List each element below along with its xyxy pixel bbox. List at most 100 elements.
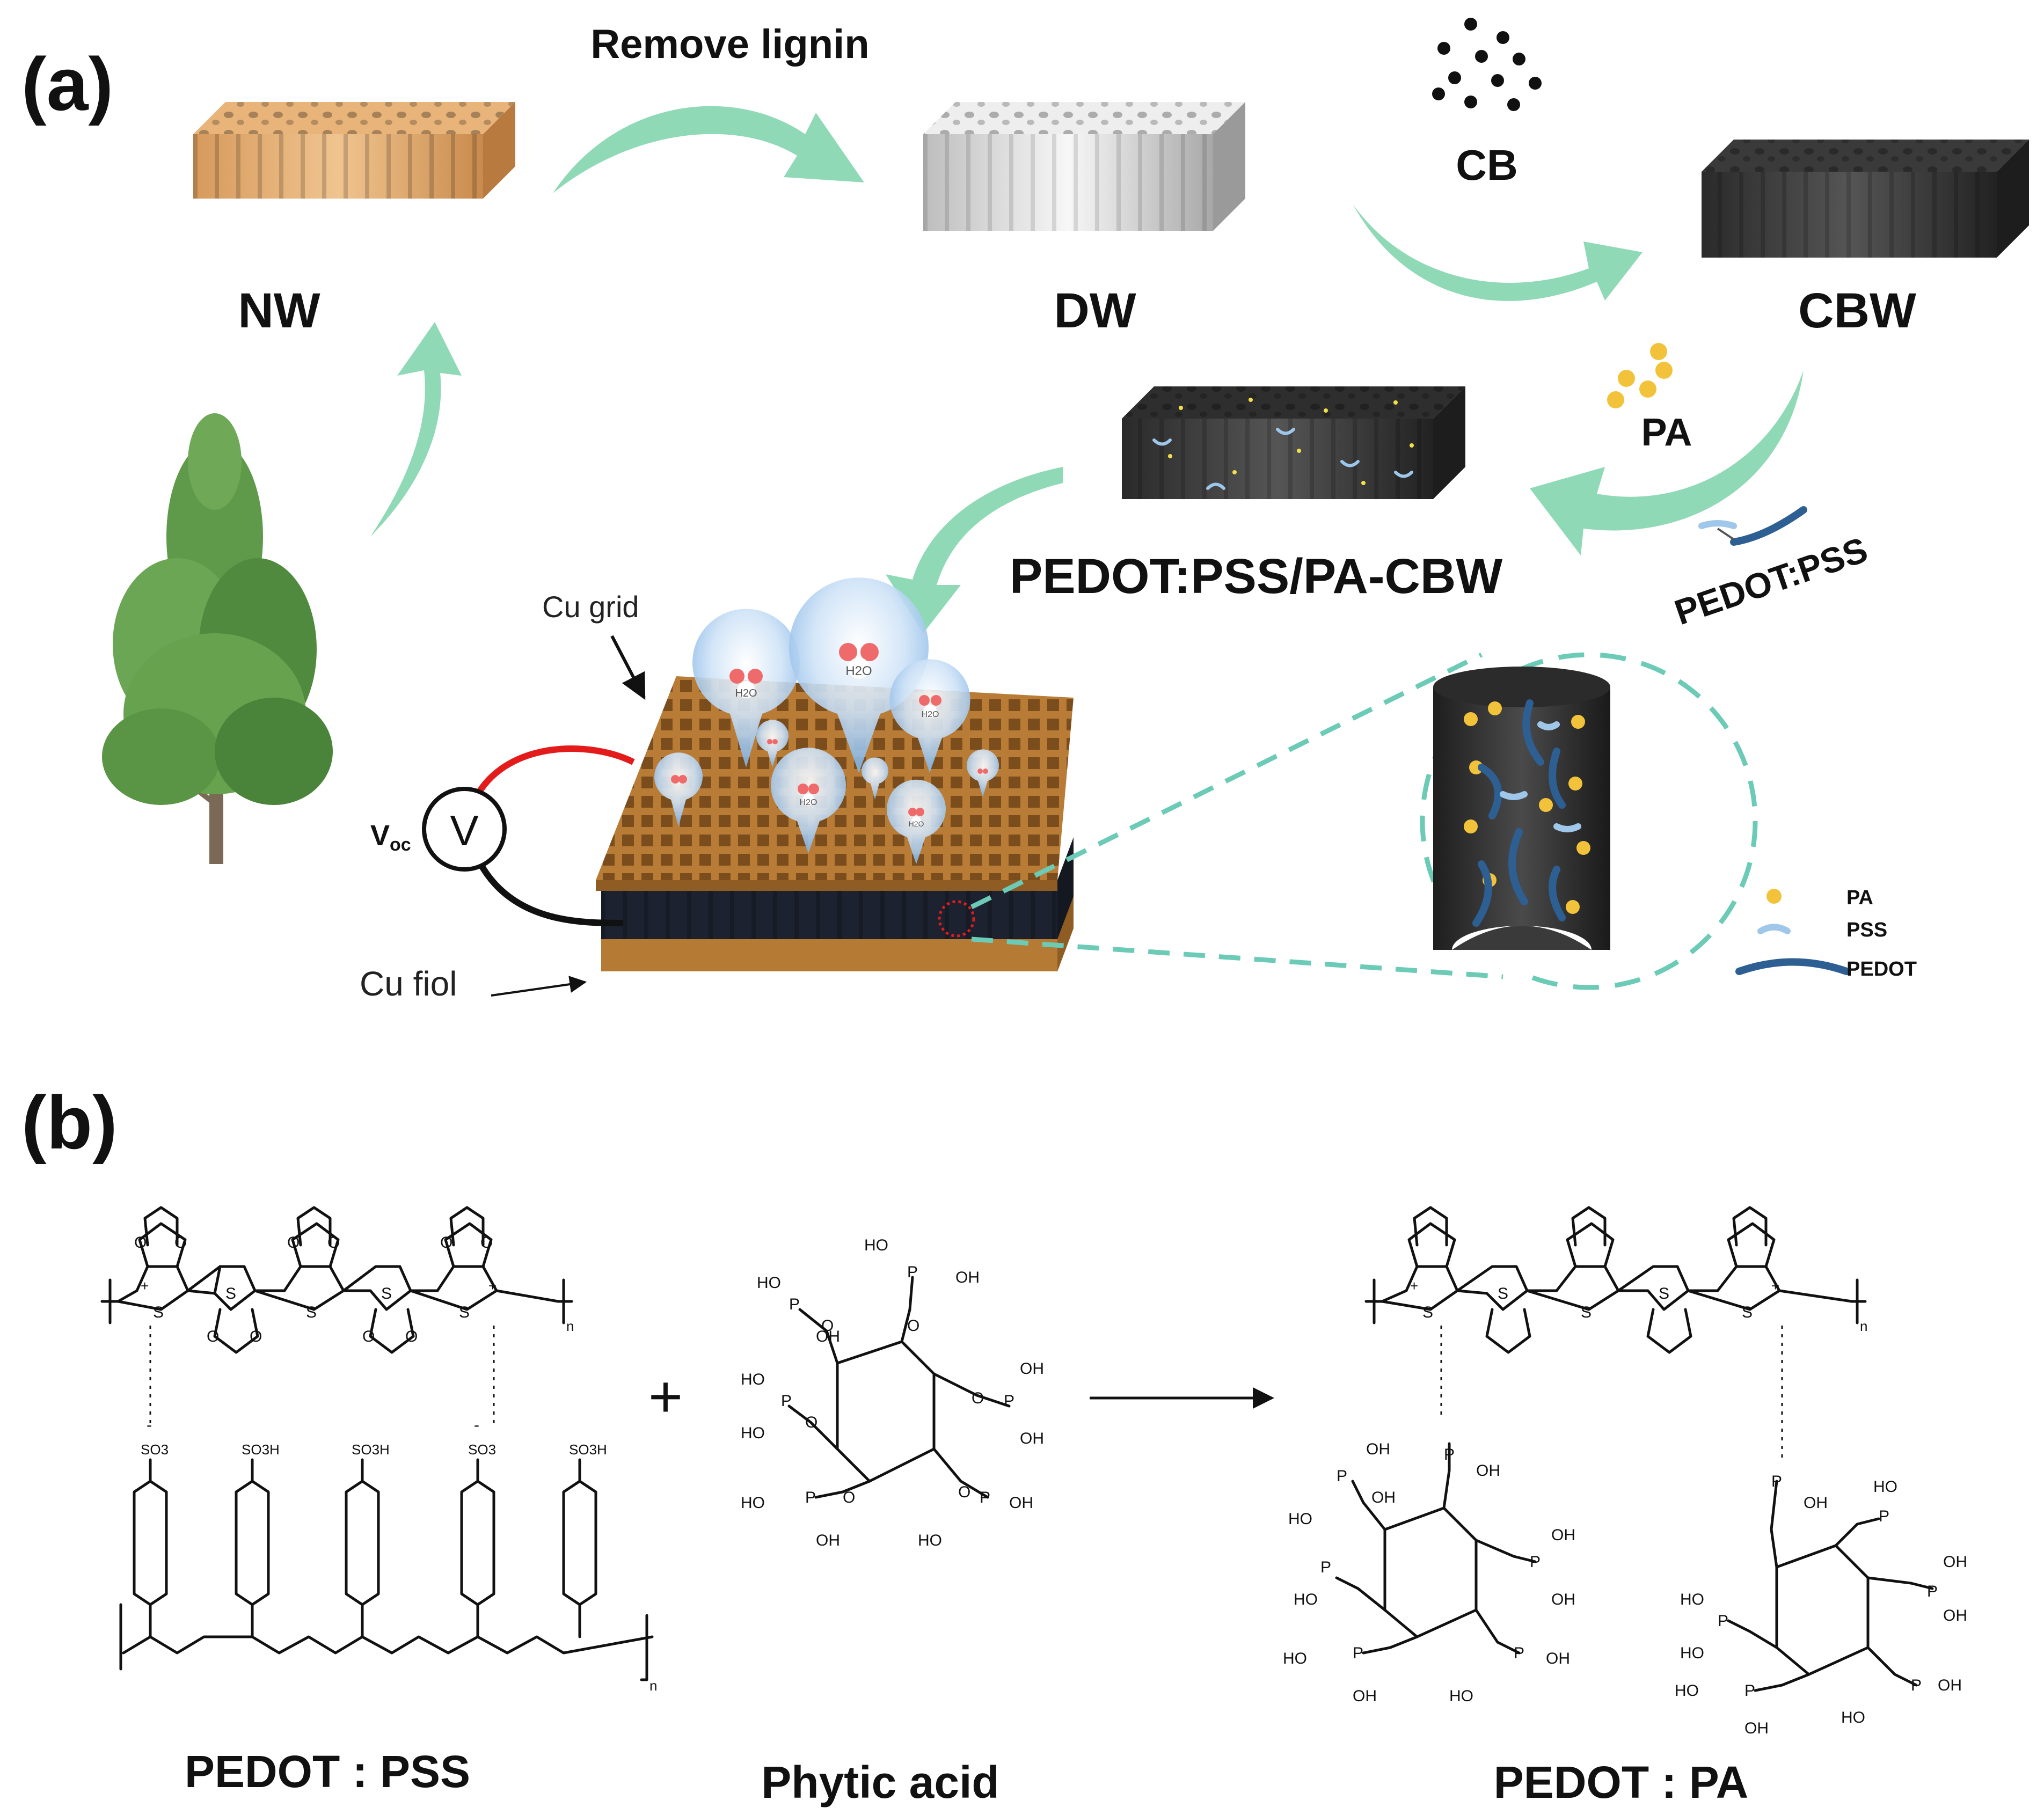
svg-text:OH: OH [1551, 1526, 1575, 1544]
svg-text:HO: HO [1675, 1682, 1699, 1700]
voltmeter-symbol: V [450, 807, 479, 854]
zoom-line-top [970, 652, 1483, 910]
cbw-label: CBW [1798, 283, 1916, 338]
arrow-to-device [886, 467, 1063, 633]
cu-foil-pointer [491, 976, 587, 997]
svg-text:P: P [1718, 1612, 1728, 1630]
h2o-label: H2O [735, 687, 757, 699]
panel-a: (a) NW Remove lignin DW CB [21, 18, 2029, 1003]
svg-text:O: O [805, 1414, 817, 1431]
svg-text:P: P [1320, 1558, 1331, 1576]
arrow-remove-lignin [553, 106, 864, 193]
zoom-origin-circle [938, 900, 975, 938]
water-droplets: H2O H2O H2O H2O H2O [654, 577, 999, 864]
cu-grid-label: Cu grid [542, 590, 639, 624]
svg-text:O: O [843, 1489, 855, 1506]
wood-channel-tube [1433, 667, 1610, 974]
svg-text:+: + [1410, 1278, 1418, 1294]
phytic-acid-structure: P P P P P P OH HO HO OH OH OH HO HO OH H… [741, 1236, 1044, 1549]
svg-text:HO: HO [1294, 1591, 1318, 1608]
svg-text:P: P [1879, 1507, 1889, 1525]
droplet [654, 752, 703, 826]
arrow-to-cbw [1353, 204, 1642, 301]
svg-text:O: O [250, 1328, 262, 1345]
cu-grid-pointer [610, 635, 646, 700]
svg-text:-: - [147, 1416, 152, 1434]
h2o-label: H2O [800, 798, 817, 807]
legend-pa-swatch [1766, 889, 1782, 904]
svg-text:O: O [405, 1328, 418, 1345]
svg-text:n: n [1860, 1318, 1867, 1334]
zoom-line-bottom [971, 936, 1503, 979]
svg-text:OH: OH [1744, 1719, 1769, 1737]
svg-text:OH: OH [1476, 1462, 1500, 1480]
svg-text:P: P [781, 1392, 792, 1410]
svg-text:S: S [1742, 1304, 1753, 1321]
h2o-label: H2O [922, 710, 939, 719]
svg-text:OH: OH [1943, 1553, 1967, 1571]
svg-text:S: S [1498, 1285, 1508, 1302]
svg-text:HO: HO [1680, 1591, 1704, 1608]
svg-text:O: O [972, 1389, 984, 1407]
svg-text:OH: OH [955, 1269, 980, 1286]
svg-text:O: O [907, 1317, 919, 1335]
svg-text:O: O [480, 1234, 493, 1252]
legend-pedot-label: PEDOT [1846, 958, 1917, 980]
svg-text:OH: OH [1546, 1650, 1570, 1667]
svg-text:P: P [1444, 1446, 1455, 1463]
svg-text:OH: OH [1353, 1687, 1377, 1705]
device-stack [596, 676, 1074, 971]
svg-text:S: S [1659, 1285, 1669, 1302]
cu-foil-label: Cu fiol [360, 964, 457, 1003]
svg-text:HO: HO [1680, 1644, 1704, 1662]
h2o-label: H2O [845, 664, 872, 678]
svg-text:HO: HO [757, 1274, 781, 1292]
legend-pss-label: PSS [1846, 919, 1887, 941]
svg-text:HO: HO [1873, 1478, 1897, 1496]
svg-text:OH: OH [1009, 1494, 1033, 1512]
svg-text:SO3H: SO3H [352, 1441, 390, 1458]
svg-text:S: S [306, 1304, 317, 1321]
svg-text:O: O [207, 1328, 219, 1345]
pedot-pss-diagonal-label: PEDOT:PSS [1669, 529, 1872, 632]
svg-text:OH: OH [1943, 1607, 1967, 1624]
droplet [861, 757, 888, 800]
svg-text:OH: OH [1020, 1430, 1044, 1447]
svg-text:O: O [440, 1234, 452, 1252]
composite-label: PEDOT:PSS/PA-CBW [1010, 549, 1503, 604]
svg-text:O: O [821, 1317, 834, 1335]
svg-text:n: n [566, 1318, 574, 1334]
natural-wood-block [193, 102, 515, 199]
svg-text:P: P [1927, 1583, 1938, 1600]
svg-text:OH: OH [1804, 1494, 1828, 1512]
nw-label: NW [238, 283, 320, 338]
legend-pss-swatch [1757, 924, 1791, 934]
svg-text:O: O [958, 1483, 970, 1501]
svg-text:+: + [488, 1278, 497, 1294]
svg-text:P: P [789, 1296, 800, 1313]
svg-text:OH: OH [1020, 1360, 1044, 1378]
carbon-black-particles [1432, 18, 1542, 111]
pedot-pa-caption: PEDOT : PA [1494, 1757, 1748, 1807]
svg-text:HO: HO [1288, 1510, 1312, 1528]
droplet [756, 720, 789, 767]
panel-b: (b) n [21, 1080, 1967, 1807]
svg-text:SO3H: SO3H [242, 1441, 280, 1458]
remove-lignin-label: Remove lignin [590, 21, 869, 67]
svg-text:n: n [649, 1678, 657, 1694]
composite-block [1122, 386, 1465, 499]
legend-pa-label: PA [1846, 887, 1873, 909]
dw-label: DW [1054, 283, 1136, 338]
panel-b-label: (b) [21, 1080, 118, 1165]
svg-text:P: P [1004, 1392, 1014, 1410]
svg-text:HO: HO [864, 1236, 888, 1254]
pa-particles [1607, 343, 1673, 408]
delignified-wood-block [923, 102, 1245, 231]
cb-label: CB [1456, 141, 1518, 189]
svg-text:S: S [459, 1304, 470, 1321]
svg-text:O: O [134, 1234, 147, 1252]
svg-text:HO: HO [1841, 1709, 1865, 1726]
svg-text:HO: HO [741, 1371, 765, 1388]
droplet [967, 749, 999, 797]
